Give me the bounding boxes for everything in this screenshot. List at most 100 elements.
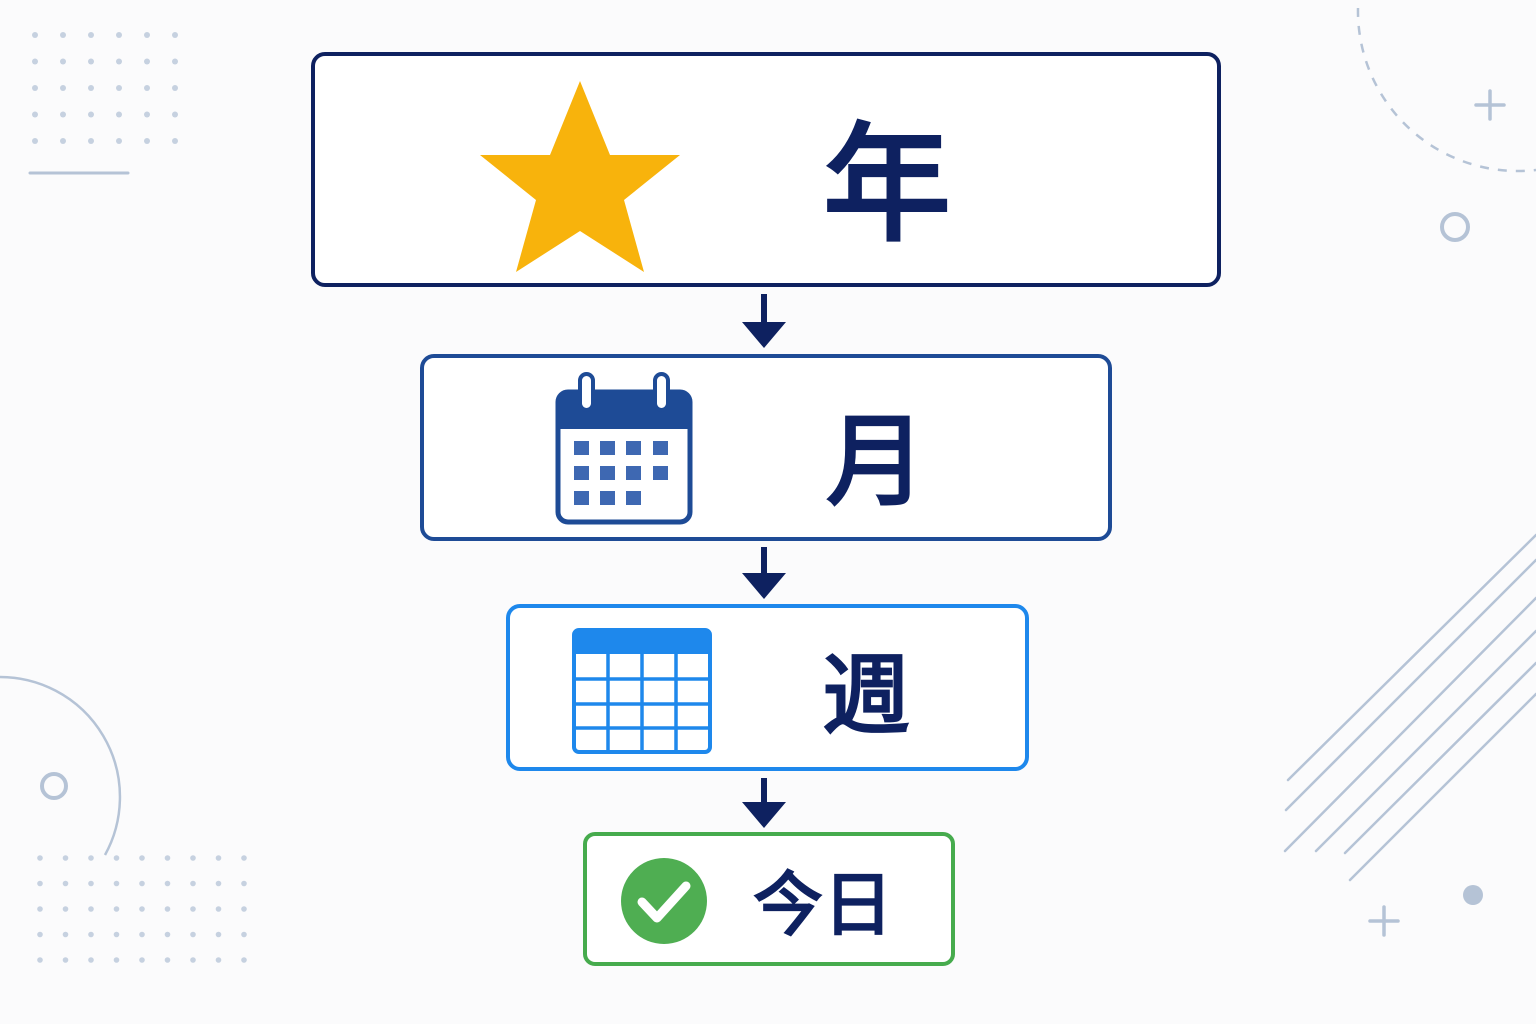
- decor-dot: [32, 58, 38, 65]
- step-week-label: 週: [822, 644, 911, 747]
- decor-dot: [62, 906, 69, 912]
- decor-dot: [172, 85, 178, 91]
- plus-icon: [1474, 89, 1506, 121]
- decor-dot: [139, 931, 145, 938]
- arc-left: [0, 675, 122, 856]
- dot-icon: [1463, 885, 1483, 905]
- decor-dot: [88, 85, 94, 91]
- decor-dot: [164, 957, 171, 963]
- decor-dot: [241, 906, 247, 912]
- decor-dot: [190, 931, 196, 938]
- check-circle-icon: [621, 858, 707, 944]
- decor-dot: [60, 138, 66, 144]
- decor-dot: [190, 906, 196, 912]
- decor-dot: [113, 957, 120, 963]
- decor-dot: [144, 85, 150, 91]
- decor-dot: [164, 855, 171, 861]
- plus-icon: [1368, 905, 1400, 937]
- decor-dot: [190, 855, 196, 861]
- decor-dot: [144, 58, 150, 65]
- decor-dot: [164, 906, 171, 912]
- decor-dot: [37, 880, 43, 887]
- step-week: 週: [506, 604, 1029, 771]
- decor-dot: [241, 957, 247, 963]
- decor-dot: [144, 138, 150, 144]
- decor-dot: [172, 58, 178, 65]
- arrow-down-icon: [742, 294, 786, 348]
- decor-dot: [88, 58, 94, 65]
- step-year-label: 年: [823, 111, 952, 260]
- step-month-label: 月: [826, 403, 926, 520]
- decor-dot: [60, 85, 66, 91]
- decor-dot: [190, 880, 196, 887]
- decor-dot: [172, 32, 178, 38]
- decor-dot: [60, 111, 66, 118]
- decor-dot: [88, 906, 94, 912]
- decor-dot: [116, 111, 122, 118]
- decor-dot: [139, 957, 145, 963]
- decor-dot: [32, 32, 38, 38]
- decor-dot: [37, 855, 43, 861]
- decor-dot: [241, 880, 247, 887]
- step-month: 月: [420, 354, 1112, 541]
- decor-dot: [116, 58, 122, 65]
- dot-grid-bottom-left: [37, 855, 247, 963]
- decor-dot: [62, 880, 69, 887]
- decor-dot: [215, 855, 222, 861]
- decor-dot: [215, 931, 222, 938]
- decor-dot: [88, 855, 94, 861]
- decor-dot: [164, 931, 171, 938]
- decor-dot: [37, 906, 43, 912]
- decor-dot: [164, 880, 171, 887]
- decor-dot: [139, 906, 145, 912]
- decor-dot: [32, 85, 38, 91]
- ring-icon: [40, 772, 68, 800]
- decor-dot: [241, 931, 247, 938]
- decor-dot: [116, 85, 122, 91]
- decor-dot: [116, 32, 122, 38]
- decor-dot: [116, 138, 122, 144]
- decor-dot: [139, 855, 145, 861]
- decor-dot: [144, 111, 150, 118]
- decor-dot: [172, 138, 178, 144]
- decor-dot: [88, 931, 94, 938]
- step-today-label: 今日: [753, 864, 893, 946]
- decor-dot: [139, 880, 145, 887]
- decor-dot: [37, 957, 43, 963]
- decor-dot: [113, 880, 120, 887]
- decor-dot: [62, 931, 69, 938]
- decor-dot: [62, 855, 69, 861]
- dashed-arc: [1356, 7, 1536, 173]
- step-today: 今日: [583, 832, 955, 966]
- decor-dot: [113, 906, 120, 912]
- decor-dot: [190, 957, 196, 963]
- decor-dot: [215, 906, 222, 912]
- diagonal-lines: [1283, 533, 1536, 882]
- dot-grid-top-left: [32, 32, 178, 144]
- decor-dot: [37, 931, 43, 938]
- decor-dot: [88, 138, 94, 144]
- decor-dot: [215, 880, 222, 887]
- star-icon: [480, 81, 680, 272]
- ring-icon: [1440, 212, 1470, 242]
- decor-dot: [62, 957, 69, 963]
- decor-dot: [32, 138, 38, 144]
- arrow-down-icon: [742, 778, 786, 828]
- decor-dot: [60, 32, 66, 38]
- decor-dot: [88, 111, 94, 118]
- decor-dot: [88, 957, 94, 963]
- decor-dot: [88, 32, 94, 38]
- calendar-icon: [555, 372, 693, 525]
- arrow-down-icon: [742, 547, 786, 599]
- decor-dot: [113, 931, 120, 938]
- decor-dot: [32, 111, 38, 118]
- step-year: 年: [311, 52, 1221, 287]
- decor-dot: [113, 855, 120, 861]
- decor-dot: [172, 111, 178, 118]
- decor-dot: [144, 32, 150, 38]
- decor-dot: [60, 58, 66, 65]
- decor-dot: [241, 855, 247, 861]
- decor-dot: [215, 957, 222, 963]
- decor-dot: [88, 880, 94, 887]
